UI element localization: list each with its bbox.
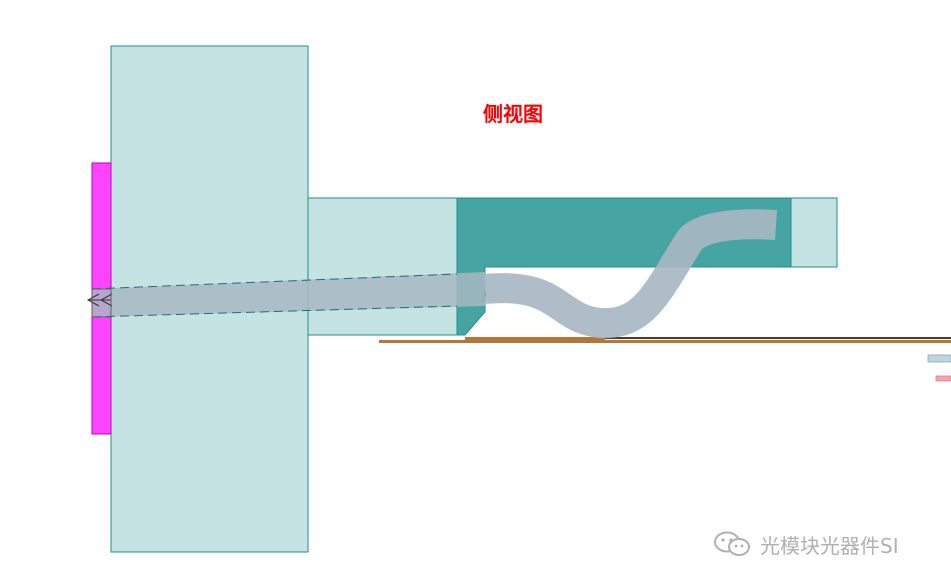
fiber-entry-box — [91, 288, 112, 318]
legend-swatch-blue — [927, 354, 951, 363]
sleeve-box — [307, 197, 459, 336]
fiber-bend — [483, 209, 777, 339]
pcb-board — [379, 340, 951, 343]
fiber-straight — [92, 272, 485, 317]
diagram-title: 侧视图 — [483, 102, 543, 126]
wechat-icon — [714, 531, 750, 556]
fiber-guide-bottom — [91, 305, 458, 318]
watermark-text: 光模块光器件SI — [760, 533, 899, 558]
fiber-guide-top — [91, 273, 458, 290]
watermark: 光模块光器件SI — [712, 528, 899, 560]
pcb-pad — [465, 337, 605, 340]
tail-box — [789, 197, 838, 268]
legend-swatch-red — [935, 375, 951, 382]
pcb-top-layer — [605, 337, 951, 339]
